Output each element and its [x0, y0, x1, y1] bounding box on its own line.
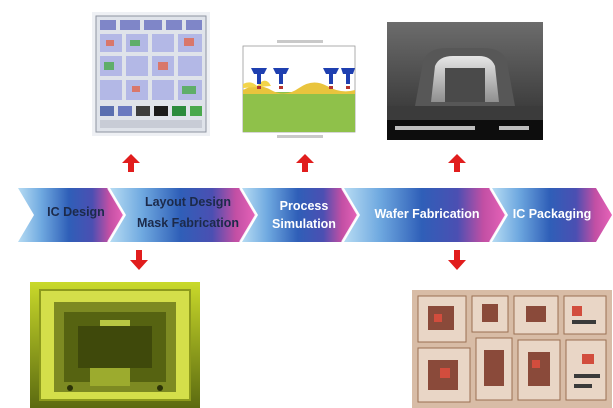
ic-package-image	[412, 290, 612, 408]
stage-layout-mask: Layout Design Mask Fabrication	[126, 195, 250, 231]
up-arrow-icon-3	[448, 154, 466, 172]
stage-simulation-label: Simulation	[272, 216, 336, 231]
stage-layout-label: Layout Design	[144, 195, 232, 209]
stage-ic-packaging: IC Packaging	[500, 207, 604, 222]
flow-segment-1	[18, 188, 124, 242]
wafer-sem-image	[387, 22, 543, 140]
stage-mask-label: Mask Fabrication	[136, 215, 240, 230]
stage-packaging-label: IC Packaging	[512, 207, 592, 221]
stage-ic-design: IC Design	[36, 205, 116, 220]
flow-segment-2	[110, 188, 256, 242]
flow-segment-3	[242, 188, 358, 242]
up-arrow-icon-1	[122, 154, 140, 172]
stage-ic-design-label: IC Design	[47, 205, 105, 219]
up-arrow-icon-2	[296, 154, 314, 172]
flow-segment-5	[492, 188, 612, 242]
mask-fabrication-image	[30, 282, 200, 408]
process-simulation-image	[237, 38, 363, 144]
stage-process-simulation: Process Simulation	[258, 199, 350, 232]
layout-design-image	[92, 12, 210, 136]
stage-wafer-fabrication: Wafer Fabrication	[360, 207, 494, 222]
flow-segment-4	[344, 188, 506, 242]
down-arrow-icon-1	[130, 250, 148, 270]
stage-process-label: Process	[279, 199, 329, 213]
process-flow-bar	[18, 187, 612, 243]
stage-wafer-label: Wafer Fabrication	[374, 207, 480, 221]
down-arrow-icon-2	[448, 250, 466, 270]
